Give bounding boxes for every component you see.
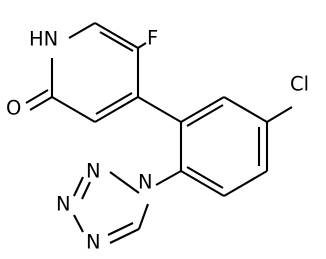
bond-tn4-c-double [107, 222, 134, 236]
bond-c-tn1 [138, 203, 149, 230]
atom-label-nh: HN [29, 28, 58, 51]
bond-tn4-c [109, 228, 140, 244]
bond-tn1-tn2 [109, 171, 140, 194]
pyridinone-ring [25, 22, 147, 123]
atom-label-tetrazole-n3: N [56, 193, 71, 216]
atom-label-tetrazole-n2: N [86, 160, 101, 183]
atom-label-tetrazole-n4: N [86, 231, 101, 254]
atom-label-tetrazole-n1: N [138, 171, 153, 194]
bond-c5-f [137, 42, 147, 49]
bond-c6-c5 [94, 22, 139, 49]
bond-c6-c5-inner [99, 31, 134, 52]
bond-p1-p2-inner [186, 104, 224, 127]
bond-c4-c3-inner [95, 92, 133, 115]
bond-p4-p5 [223, 170, 268, 197]
bond-c3-c2 [51, 96, 96, 123]
bond-tn2-tn3 [73, 176, 84, 197]
atom-label-chlorine: Cl [290, 73, 309, 96]
bond-c2-o [29, 96, 53, 111]
bond-c2-o-double [25, 89, 49, 104]
bond-p6-tetrazole-n [155, 170, 182, 186]
bond-tn2-tn3-double [81, 181, 91, 200]
atom-label-fluorine: F [147, 27, 158, 50]
bond-p3-cl [266, 106, 293, 123]
bond-p5-p6 [180, 170, 225, 197]
bond-p2-p3 [223, 96, 268, 123]
bond-p5-p6-inner [186, 166, 224, 189]
phenyl-ring [179, 96, 293, 197]
atom-label-oxygen: O [6, 97, 21, 120]
bond-n1-c6 [68, 22, 96, 39]
tetrazole-ring [73, 171, 149, 244]
bond-p1-p2 [180, 96, 225, 123]
bond-c4-c3 [94, 96, 139, 123]
bond-c4-aryl [137, 96, 182, 123]
bond-tn3-tn4 [73, 214, 84, 233]
